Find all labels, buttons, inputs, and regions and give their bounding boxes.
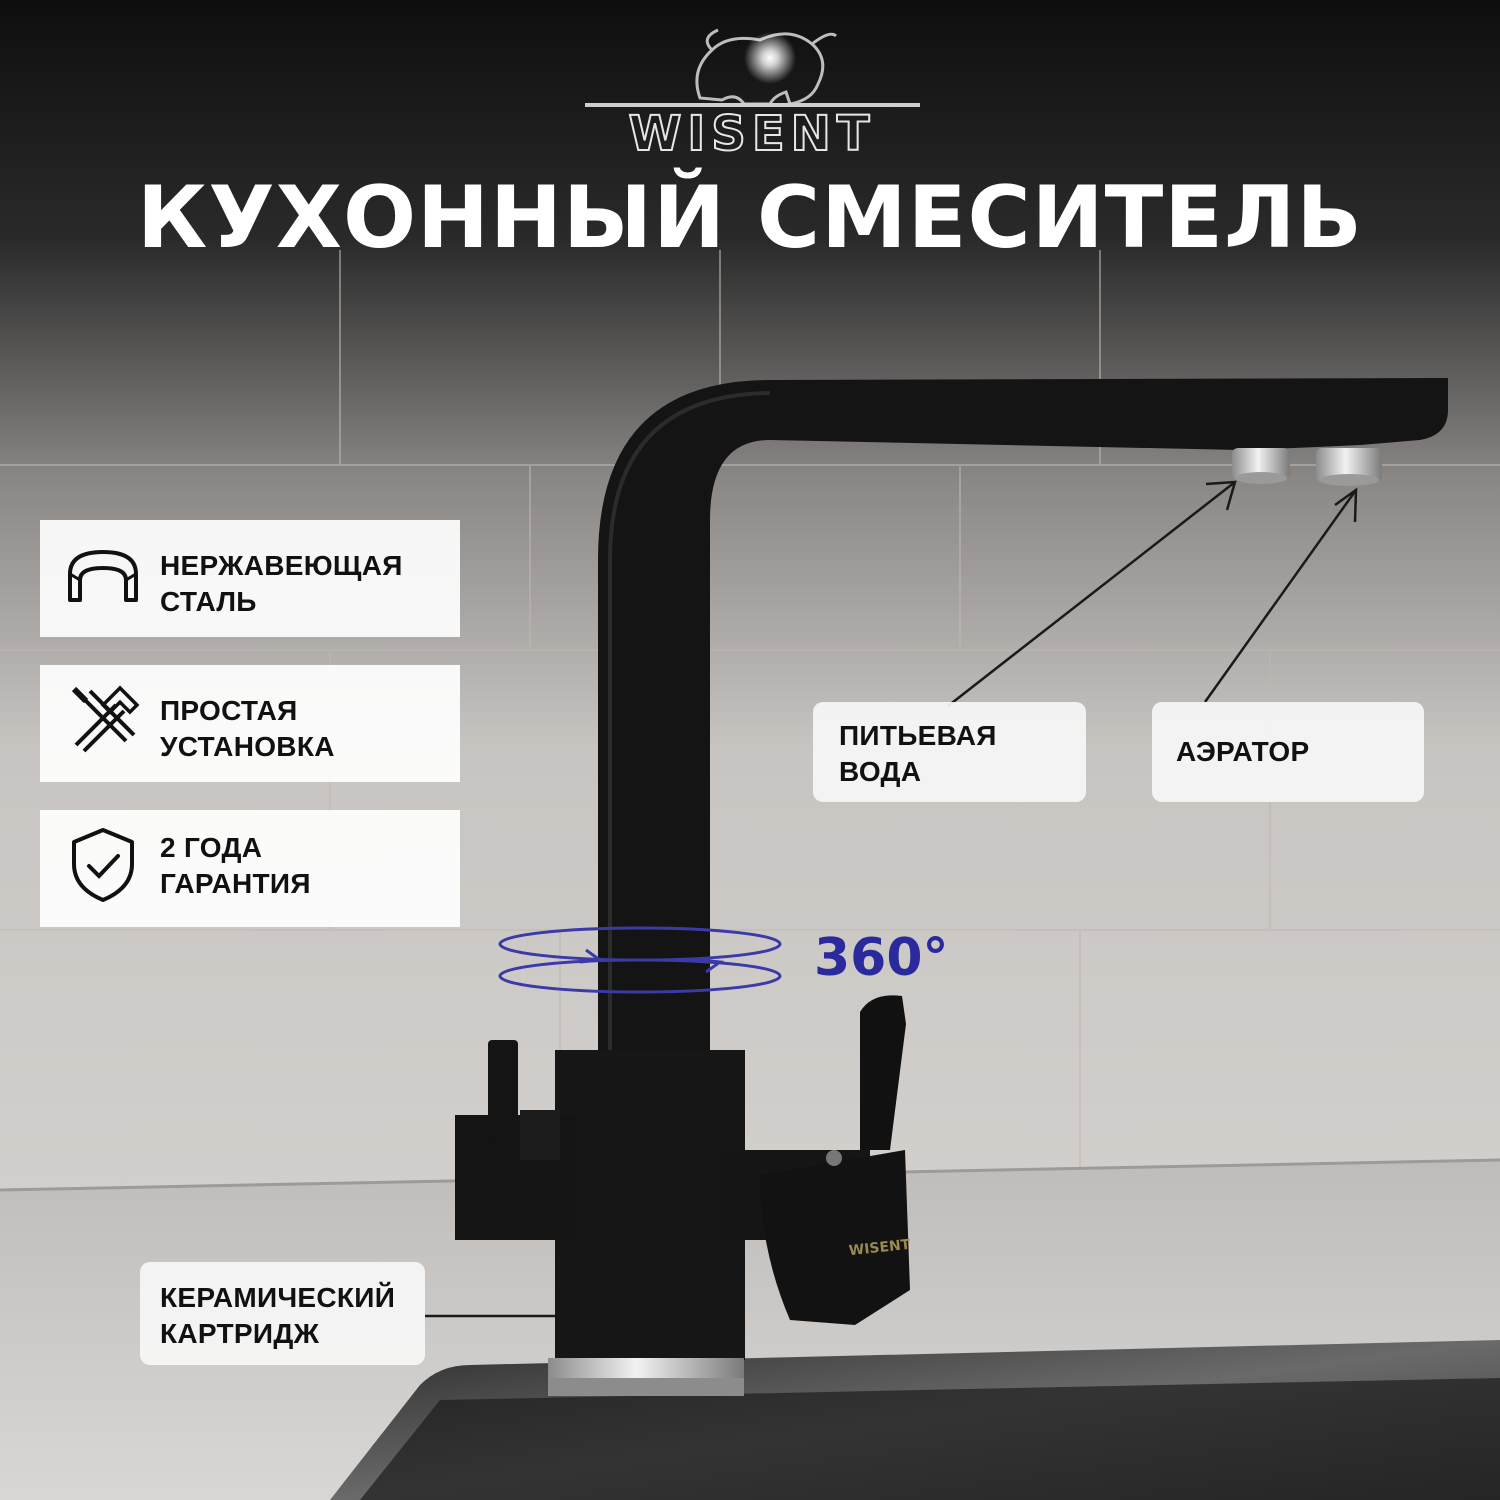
callout-cartridge-line2: КАРТРИДЖ bbox=[160, 1318, 320, 1349]
callout-aerator-line1: АЭРАТОР bbox=[1176, 736, 1310, 767]
shield-check-icon bbox=[72, 828, 134, 902]
aerator-nozzle bbox=[1316, 448, 1382, 482]
callout-cartridge: КЕРАМИЧЕСКИЙ КАРТРИДЖ bbox=[140, 1262, 425, 1365]
callout-lines bbox=[425, 480, 1358, 1318]
brand-logo: WISENT bbox=[585, 28, 920, 163]
ring-icon bbox=[68, 550, 138, 602]
right-handle bbox=[860, 995, 906, 1150]
page-title: КУХОННЫЙ СМЕСИТЕЛЬ bbox=[137, 168, 1363, 268]
faucet-base bbox=[548, 1358, 744, 1380]
hammer-screwdriver-icon bbox=[71, 685, 140, 753]
brand-wordmark: WISENT bbox=[628, 106, 875, 162]
faucet-body bbox=[555, 1050, 745, 1360]
left-handle bbox=[488, 1040, 518, 1140]
feature-install-line2: УСТАНОВКА bbox=[160, 731, 335, 762]
product-mark: WISENT bbox=[848, 1237, 911, 1259]
feature-warranty-line1: 2 ГОДА bbox=[160, 832, 263, 863]
callout-drinking-water-line1: ПИТЬЕВАЯ bbox=[839, 720, 997, 751]
callout-drinking-water: ПИТЬЕВАЯ ВОДА bbox=[813, 702, 1086, 802]
feature-steel-line1: НЕРЖАВЕЮЩАЯ bbox=[160, 550, 403, 581]
feature-steel-line2: СТАЛЬ bbox=[160, 586, 257, 617]
callout-aerator: АЭРАТОР bbox=[1152, 702, 1424, 802]
rotation-label: 360° bbox=[814, 928, 949, 988]
callout-cartridge-line1: КЕРАМИЧЕСКИЙ bbox=[160, 1282, 396, 1313]
rotation-arrows-icon bbox=[498, 926, 782, 994]
drinking-water-nozzle bbox=[1232, 448, 1290, 480]
callout-drinking-water-line2: ВОДА bbox=[839, 756, 922, 787]
feature-install-line1: ПРОСТАЯ bbox=[160, 695, 298, 726]
feature-card-steel: НЕРЖАВЕЮЩАЯ СТАЛЬ bbox=[40, 520, 460, 637]
feature-card-warranty: 2 ГОДА ГАРАНТИЯ bbox=[40, 810, 460, 927]
feature-card-install: ПРОСТАЯ УСТАНОВКА bbox=[40, 665, 460, 782]
feature-warranty-line2: ГАРАНТИЯ bbox=[160, 868, 311, 899]
